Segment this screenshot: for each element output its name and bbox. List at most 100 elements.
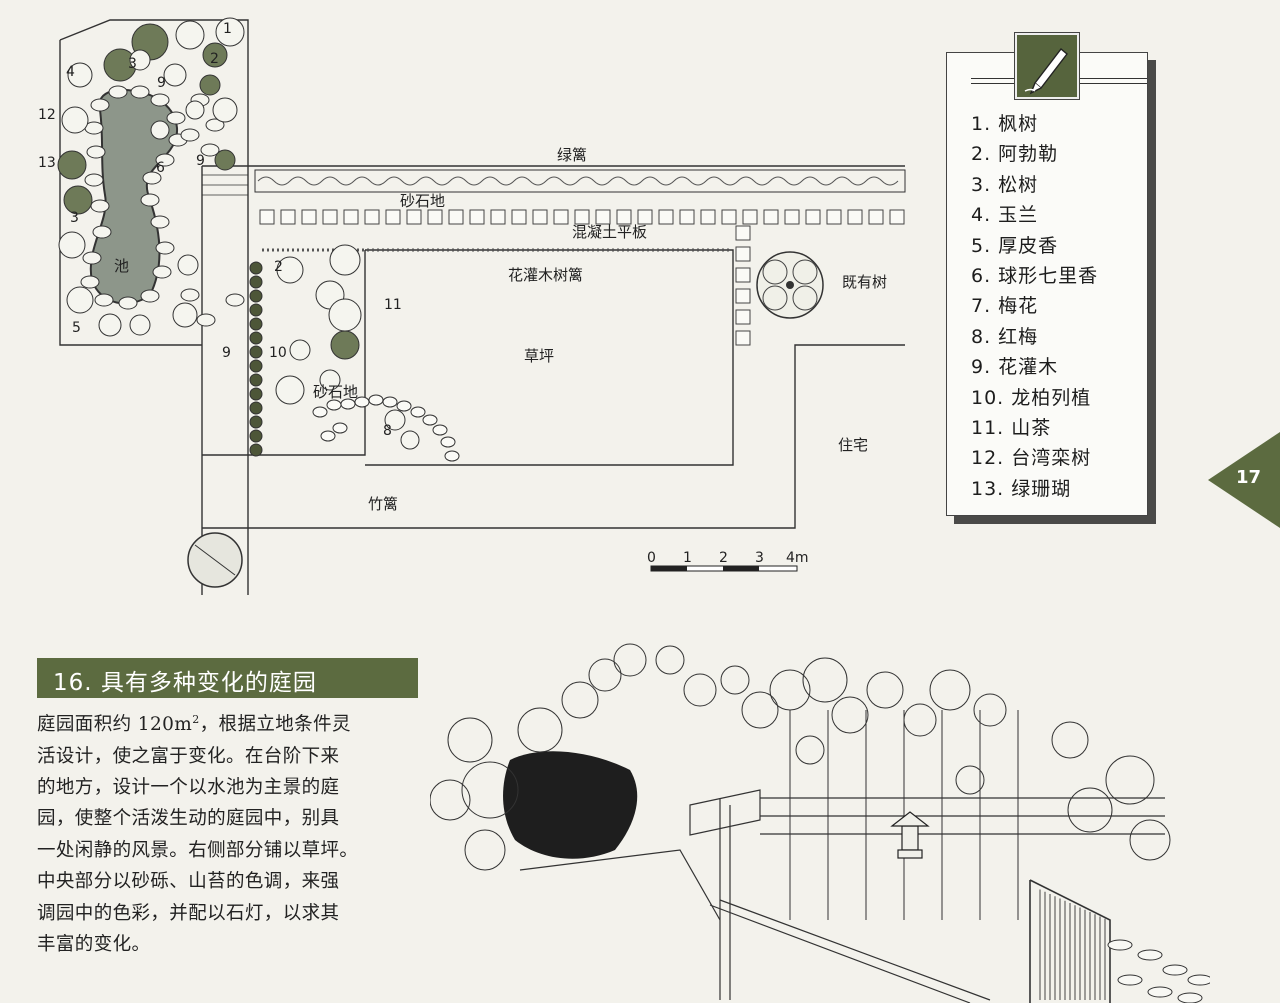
scale-tick: 1	[683, 550, 692, 566]
plant-symbol	[129, 49, 151, 71]
concrete-slab	[735, 246, 751, 262]
scale-tick: 3	[755, 550, 764, 566]
concrete-slab	[574, 209, 590, 225]
stone	[108, 85, 128, 99]
stepping-stone	[312, 406, 328, 418]
plant-symbol	[66, 286, 94, 314]
concrete-slab-column	[735, 225, 751, 346]
tree-canopy	[447, 717, 493, 763]
stone	[84, 173, 104, 187]
concrete-slab	[259, 209, 275, 225]
desc-line: 活设计，使之富于变化。在台阶下来	[37, 745, 340, 767]
tree-canopy	[929, 669, 971, 711]
stepping-stone	[432, 424, 448, 436]
plant-symbol	[129, 314, 151, 336]
tree-canopy	[1105, 755, 1155, 805]
concrete-slab	[763, 209, 779, 225]
stone	[150, 215, 170, 229]
scale-tick: 0	[647, 550, 656, 566]
plant-symbol	[172, 302, 198, 328]
plant-symbol	[319, 369, 341, 391]
stone	[94, 293, 114, 307]
plant-marker: 2	[210, 51, 219, 67]
stone	[200, 143, 220, 157]
planting-symbols	[57, 17, 420, 457]
tree-canopy	[1129, 819, 1171, 861]
tree-canopy	[802, 657, 848, 703]
legend-item: 1. 枫树	[971, 113, 1039, 135]
stone	[152, 265, 172, 279]
plant-symbol	[58, 231, 86, 259]
plant-symbol	[275, 375, 305, 405]
juniper-symbol	[249, 345, 263, 359]
desc-line: 庭园面积约 120m	[37, 714, 193, 736]
plant-symbol	[384, 409, 406, 431]
juniper-symbol	[249, 317, 263, 331]
legend-item: 3. 松树	[971, 173, 1039, 196]
plant-marker: 11	[384, 297, 402, 313]
plant-symbol	[330, 330, 360, 360]
section-title: 16. 具有多种变化的庭园	[53, 670, 317, 696]
stone-lantern-sketch	[890, 811, 930, 859]
stone	[180, 128, 200, 142]
plant-symbol	[212, 97, 238, 123]
label-existing-tree: 既有树	[842, 273, 887, 291]
plant-marker: 1	[223, 21, 232, 37]
concrete-slab	[679, 209, 695, 225]
concrete-slab	[511, 209, 527, 225]
tree-canopy	[720, 665, 750, 695]
juniper-symbol	[249, 443, 263, 457]
concrete-slab	[700, 209, 716, 225]
legend-list: 1. 枫树 2. 阿勃勒 3. 松树 4. 玉兰 5. 厚皮香 6. 球形七里香…	[971, 109, 1098, 504]
legend-item: 11. 山茶	[971, 416, 1052, 439]
concrete-slab-row	[259, 209, 905, 225]
juniper-symbol	[249, 289, 263, 303]
plant-marker: 9	[222, 345, 231, 361]
concrete-slab	[469, 209, 485, 225]
tree-canopy	[866, 671, 904, 709]
concrete-slab	[868, 209, 884, 225]
plant-marker: 9	[157, 75, 166, 91]
bamboo-fence-sketch	[1039, 889, 1106, 1000]
juniper-symbol	[249, 331, 263, 345]
concrete-slab	[322, 209, 338, 225]
legend-item: 10. 龙柏列植	[971, 386, 1092, 409]
concrete-slab	[553, 209, 569, 225]
desc-line: 丰富的变化。	[37, 934, 151, 955]
stone	[80, 275, 100, 289]
tree-canopy	[973, 693, 1007, 727]
stepping-stone	[1177, 992, 1203, 1003]
entrance-tree-symbol	[187, 532, 243, 588]
pond-edge-stones	[80, 85, 245, 327]
legend-item: 7. 梅花	[971, 295, 1039, 318]
stone	[142, 171, 162, 185]
tree-canopy	[741, 691, 779, 729]
stepping-stone	[326, 399, 342, 411]
stone	[130, 85, 150, 99]
concrete-slab	[826, 209, 842, 225]
stone	[92, 225, 112, 239]
label-gravel-center: 砂石地	[313, 383, 358, 401]
desc-line: ，根据立地条件灵	[199, 714, 351, 736]
concrete-slab	[301, 209, 317, 225]
stone	[196, 313, 216, 327]
concrete-slab	[385, 209, 401, 225]
juniper-symbol	[249, 429, 263, 443]
stone	[155, 153, 175, 167]
plant-marker: 6	[156, 160, 165, 176]
plant-symbol	[215, 17, 245, 47]
label-concrete-slab: 混凝土平板	[572, 223, 647, 241]
desc-line: 园，使整个活泼生动的庭园中，别具	[37, 808, 340, 830]
label-residence: 住宅	[838, 436, 868, 454]
plant-symbol	[163, 63, 187, 87]
concrete-slab	[742, 209, 758, 225]
juniper-symbol	[249, 415, 263, 429]
pencil-icon	[1015, 33, 1079, 99]
page-number: 17	[1236, 467, 1262, 488]
page-tab	[1208, 432, 1280, 528]
legend-item: 4. 玉兰	[971, 204, 1039, 227]
plant-marker: 5	[72, 320, 81, 336]
pond-sketch	[503, 751, 638, 859]
tree-canopy	[1051, 721, 1089, 759]
plant-symbol	[57, 150, 87, 180]
